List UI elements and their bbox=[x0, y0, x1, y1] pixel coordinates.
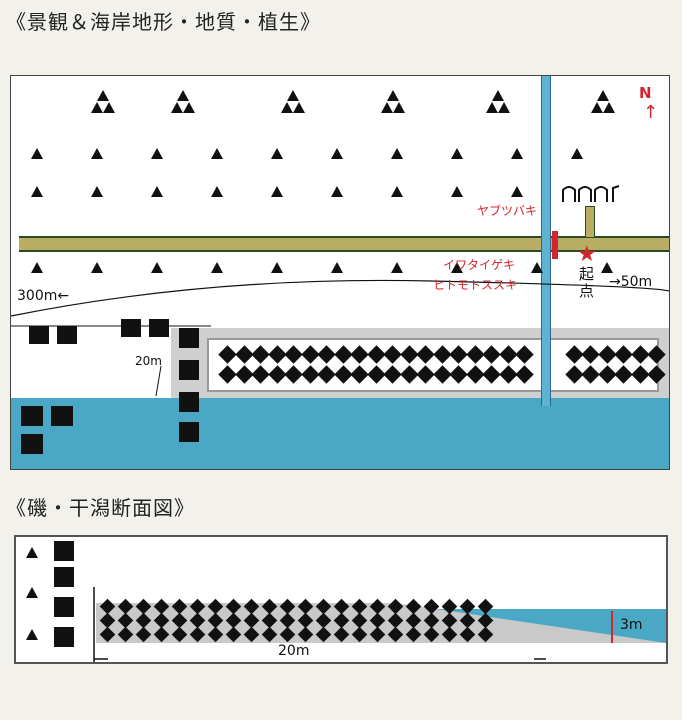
vegetation-symbol bbox=[177, 90, 189, 101]
coastal-road bbox=[19, 236, 669, 252]
rock-symbol bbox=[54, 597, 74, 617]
vegetation-symbol bbox=[31, 186, 43, 197]
rock-symbol bbox=[179, 422, 199, 442]
section-height-label: 3m bbox=[620, 617, 643, 633]
vegetation-symbol bbox=[597, 90, 609, 101]
rock-symbol bbox=[57, 326, 77, 344]
rock-symbol bbox=[51, 406, 73, 426]
start-point-star-icon: ★ bbox=[577, 242, 597, 267]
vegetation-symbol bbox=[26, 587, 38, 598]
vegetation-symbol bbox=[387, 90, 399, 101]
rock-symbol bbox=[179, 360, 199, 380]
cross-section: 20m 3m bbox=[14, 535, 668, 664]
rock-symbol bbox=[21, 406, 43, 426]
vegetation-symbol bbox=[381, 102, 393, 113]
rock-symbol bbox=[121, 319, 141, 337]
vegetation-symbol bbox=[271, 262, 283, 273]
vegetation-symbol bbox=[281, 102, 293, 113]
vegetation-symbol bbox=[391, 148, 403, 159]
rock-symbol bbox=[54, 627, 74, 647]
distance-left: 300m← bbox=[17, 288, 70, 304]
vegetation-symbol bbox=[171, 102, 183, 113]
vegetation-symbol bbox=[486, 102, 498, 113]
rock-symbol bbox=[179, 392, 199, 412]
vegetation-symbol bbox=[391, 186, 403, 197]
vegetation-symbol bbox=[511, 148, 523, 159]
rock-symbol bbox=[54, 567, 74, 587]
sea-area bbox=[11, 398, 669, 469]
vegetation-symbol bbox=[571, 148, 583, 159]
vegetation-symbol bbox=[271, 186, 283, 197]
vegetation-symbol bbox=[498, 102, 510, 113]
vegetation-symbol bbox=[211, 148, 223, 159]
vegetation-symbol bbox=[331, 186, 343, 197]
start-point-label: 起点 bbox=[579, 265, 595, 300]
vegetation-symbol bbox=[151, 186, 163, 197]
vegetation-symbol bbox=[91, 102, 103, 113]
label-iwataigeki: イワタイゲキ bbox=[443, 258, 516, 272]
landscape-map: N ↑ ★ 起点 ヤブツバキ イワタイゲキ ヒトモトススキ 300m← →50m… bbox=[10, 75, 670, 470]
vegetation-symbol bbox=[511, 186, 523, 197]
vegetation-symbol bbox=[91, 186, 103, 197]
vegetation-symbol bbox=[26, 629, 38, 640]
vegetation-symbol bbox=[591, 102, 603, 113]
vegetation-symbol bbox=[293, 102, 305, 113]
stream bbox=[541, 76, 551, 406]
rocky-shore-area bbox=[207, 338, 659, 392]
vegetation-symbol bbox=[393, 102, 405, 113]
vegetation-symbol bbox=[451, 262, 463, 273]
landscape-heading: 《景観＆海岸地形・地質・植生》 bbox=[6, 10, 321, 34]
vegetation-symbol bbox=[151, 262, 163, 273]
vegetation-symbol bbox=[451, 148, 463, 159]
vegetation-symbol bbox=[391, 262, 403, 273]
vegetation-symbol bbox=[31, 148, 43, 159]
vegetation-symbol bbox=[91, 262, 103, 273]
tidal-distance: 20m bbox=[135, 354, 162, 368]
vegetation-symbol bbox=[531, 262, 543, 273]
vegetation-symbol bbox=[183, 102, 195, 113]
section-width-label: 20m bbox=[278, 643, 310, 659]
rock-symbol bbox=[149, 319, 169, 337]
section-heading: 《磯・干潟断面図》 bbox=[6, 496, 195, 520]
label-hitomotosusuki: ヒトモトススキ bbox=[433, 278, 518, 292]
vegetation-symbol bbox=[492, 90, 504, 101]
gate-symbol bbox=[561, 184, 623, 202]
vegetation-symbol bbox=[211, 262, 223, 273]
rock-symbol bbox=[179, 328, 199, 348]
vegetation-symbol bbox=[331, 148, 343, 159]
vegetation-symbol bbox=[26, 547, 38, 558]
vegetation-symbol bbox=[331, 262, 343, 273]
sign-post bbox=[585, 206, 595, 238]
rock-symbol bbox=[29, 326, 49, 344]
vegetation-symbol bbox=[211, 186, 223, 197]
vegetation-symbol bbox=[97, 90, 109, 101]
vegetation-symbol bbox=[451, 186, 463, 197]
vegetation-symbol bbox=[31, 262, 43, 273]
north-arrow-icon: ↑ bbox=[643, 102, 659, 123]
north-letter: N bbox=[639, 84, 652, 102]
vegetation-symbol bbox=[603, 102, 615, 113]
vegetation-symbol bbox=[601, 262, 613, 273]
vegetation-symbol bbox=[271, 148, 283, 159]
red-marker-post bbox=[552, 231, 558, 259]
vegetation-symbol bbox=[103, 102, 115, 113]
vegetation-symbol bbox=[287, 90, 299, 101]
rock-symbol bbox=[54, 541, 74, 561]
rock-symbol bbox=[21, 434, 43, 454]
vegetation-symbol bbox=[91, 148, 103, 159]
vegetation-symbol bbox=[151, 148, 163, 159]
label-yabutsubaki: ヤブツバキ bbox=[477, 204, 538, 218]
distance-right: →50m bbox=[609, 274, 653, 290]
